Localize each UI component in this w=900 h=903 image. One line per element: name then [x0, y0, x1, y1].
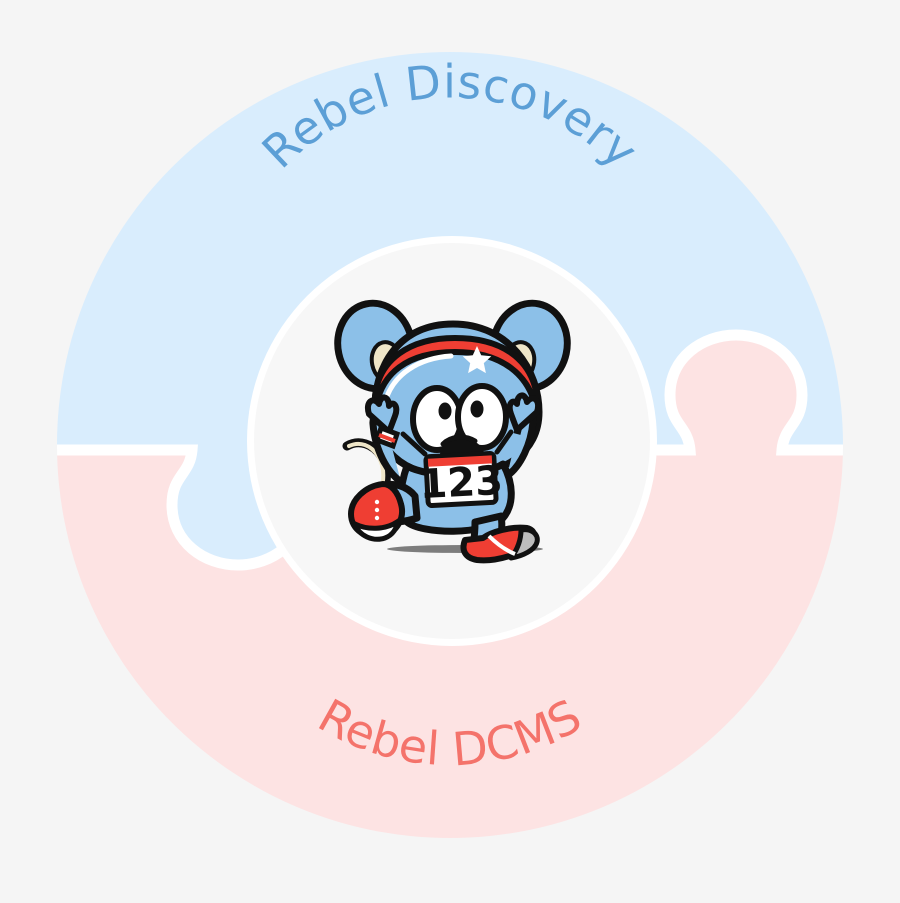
mascot-shoe-back-lace-3: [374, 515, 380, 521]
mascot-pupil-left: [438, 402, 452, 420]
mascot-shoe-front-sole: [508, 527, 540, 561]
mascot-shoe-back-lace-1: [374, 499, 380, 505]
mascot-hand-right: [506, 392, 541, 433]
mascot-shoe-back-sole: [350, 517, 400, 542]
mascot-headband-highlight: [382, 353, 454, 405]
mascot-shoe-front-stripe: [487, 534, 516, 556]
mascot-container[interactable]: 123: [325, 296, 580, 566]
mascot-race-bib: 123: [418, 450, 504, 508]
mascot-wristband-stripe-left: [378, 433, 396, 443]
mascot-bib-number: 123: [418, 458, 504, 508]
mascot-headband-star-icon: [462, 346, 492, 374]
mascot-bib-strings: [400, 429, 514, 457]
rebel-mouse-mascot-icon: 123: [334, 299, 571, 564]
mascot-hand-left: [365, 394, 400, 435]
mascot-pupil-right: [470, 400, 484, 418]
mascot-shoe-back-lace-2: [374, 507, 380, 513]
mascot-snout-line: [440, 434, 478, 447]
